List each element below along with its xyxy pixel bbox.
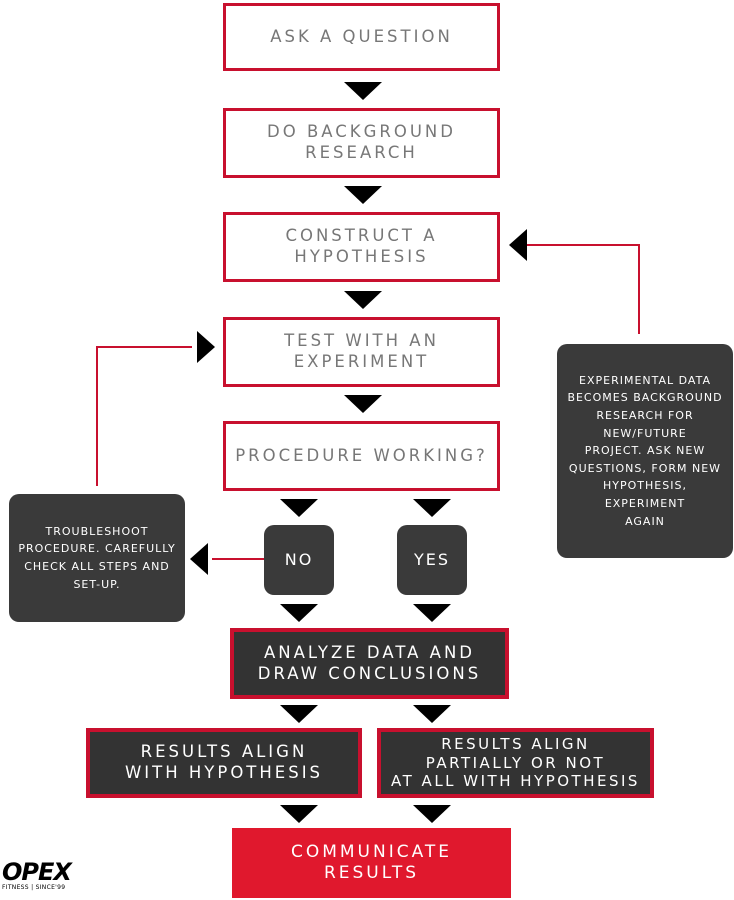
step-communicate-results: COMMUNICATE RESULTS xyxy=(232,828,511,898)
troubleshoot-note: TROUBLESHOOT PROCEDURE. CAREFULLY CHECK … xyxy=(9,494,185,622)
no-line-horizontal xyxy=(212,558,264,560)
arrow-down-icon xyxy=(344,291,382,309)
step-procedure-working: PROCEDURE WORKING? xyxy=(223,421,500,491)
result-partial: RESULTS ALIGN PARTIALLY OR NOT AT ALL WI… xyxy=(377,728,654,798)
arrow-down-icon xyxy=(344,82,382,100)
arrow-down-icon xyxy=(280,604,318,622)
arrow-down-icon xyxy=(344,395,382,413)
logo-mark: OPEX xyxy=(2,858,72,886)
troubleshoot-line-vertical xyxy=(96,346,98,486)
logo-subtitle: FITNESS | SINCE'99 xyxy=(2,884,66,891)
arrow-down-icon xyxy=(280,499,318,517)
answer-yes: YES xyxy=(397,525,467,595)
arrow-down-icon xyxy=(413,805,451,823)
arrow-right-icon xyxy=(197,331,215,363)
arrow-down-icon xyxy=(413,705,451,723)
arrow-left-icon xyxy=(190,543,208,575)
arrow-down-icon xyxy=(413,604,451,622)
step-ask-question: ASK A QUESTION xyxy=(223,3,500,71)
arrow-down-icon xyxy=(280,805,318,823)
step-test-experiment: TEST WITH AN EXPERIMENT xyxy=(223,317,500,387)
answer-no: NO xyxy=(264,525,334,595)
arrow-left-icon xyxy=(509,229,527,261)
opex-logo: OPEX FITNESS | SINCE'99 xyxy=(2,860,82,896)
step-analyze-data: ANALYZE DATA AND DRAW CONCLUSIONS xyxy=(230,628,509,699)
arrow-down-icon xyxy=(413,499,451,517)
troubleshoot-line-horizontal xyxy=(96,346,192,348)
arrow-down-icon xyxy=(280,705,318,723)
result-aligns: RESULTS ALIGN WITH HYPOTHESIS xyxy=(86,728,362,798)
feedback-line-vertical xyxy=(638,244,640,334)
feedback-note: EXPERIMENTAL DATA BECOMES BACKGROUND RES… xyxy=(557,344,733,558)
step-construct-hypothesis: CONSTRUCT A HYPOTHESIS xyxy=(223,212,500,282)
step-background-research: DO BACKGROUND RESEARCH xyxy=(223,108,500,178)
feedback-line-horizontal xyxy=(527,244,640,246)
arrow-down-icon xyxy=(344,186,382,204)
